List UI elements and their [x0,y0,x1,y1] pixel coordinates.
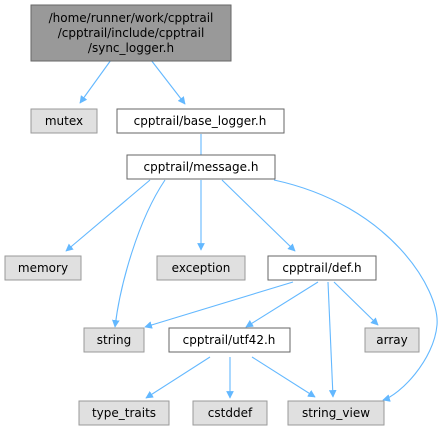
node-string[interactable]: string [83,327,145,353]
edge-def-to-utf42 [245,281,319,328]
node-message[interactable]: cpptrail/message.h [126,154,276,180]
node-utf42-label: cpptrail/utf42.h [183,333,276,347]
node-type-traits-label: type_traits [92,406,156,420]
node-mutex[interactable]: mutex [30,108,98,134]
node-utf42-box [168,327,291,353]
node-type-traits-box [78,400,170,426]
edge-message-to-memory [65,179,151,252]
node-string-box [83,327,145,353]
node-root-line-3: /sync_logger.h [88,41,174,55]
edge-message-to-string [111,179,166,328]
node-root-line-1: /home/runner/work/cpptrail [49,11,214,25]
edge-root-to-mutex [79,59,112,104]
node-root-line-2: /cpptrail/include/cpptrail [58,26,205,40]
node-base-logger[interactable]: cpptrail/base_logger.h [116,108,285,134]
node-string-view-box [287,400,385,426]
node-memory[interactable]: memory [4,255,82,281]
node-base-logger-label: cpptrail/base_logger.h [134,114,267,128]
node-memory-label: memory [18,261,68,275]
node-exception-box [156,255,246,281]
node-def-label: cpptrail/def.h [282,261,361,275]
node-exception[interactable]: exception [156,255,246,281]
node-array-box [364,327,420,353]
edge-utf42-to-string-view [251,356,316,398]
node-utf42[interactable]: cpptrail/utf42.h [168,327,291,353]
edge-utf42-to-type-traits [145,356,211,399]
edge-def-to-array [333,281,379,326]
node-root-box [30,4,232,62]
node-mutex-label: mutex [45,114,83,128]
node-base-logger-box [116,108,285,134]
edge-message-to-def [221,179,296,252]
node-exception-label: exception [172,261,231,275]
node-memory-box [4,255,82,281]
node-cstddef-label: cstddef [208,406,253,420]
edge-def-to-string [144,281,294,329]
node-cstddef[interactable]: cstddef [192,400,268,426]
node-string-view-label: string_view [302,406,370,420]
node-array[interactable]: array [364,327,420,353]
node-def[interactable]: cpptrail/def.h [267,255,377,281]
node-root-sync-logger[interactable]: /home/runner/work/cpptrail /cpptrail/inc… [30,4,232,62]
edges [65,59,438,402]
node-array-label: array [376,333,407,347]
edge-message-to-string-view [273,179,438,402]
node-type-traits[interactable]: type_traits [78,400,170,426]
edge-def-to-string-view [327,281,337,398]
node-string-view[interactable]: string_view [287,400,385,426]
edge-root-to-base-logger [150,59,186,105]
node-cstddef-box [192,400,268,426]
node-mutex-box [30,108,98,134]
node-message-box [126,154,276,180]
node-def-box [267,255,377,281]
node-message-label: cpptrail/message.h [144,160,259,174]
node-string-label: string [97,333,131,347]
